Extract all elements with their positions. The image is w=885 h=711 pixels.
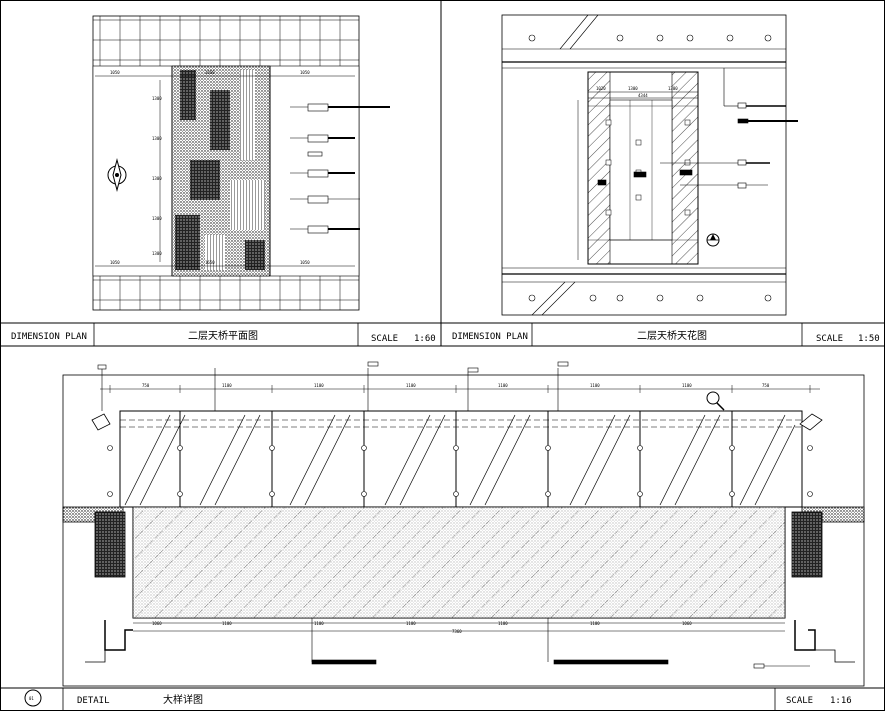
detail-kind-label: DETAIL bbox=[77, 696, 110, 706]
plan-dim-top-1: 1050 bbox=[110, 70, 120, 75]
detail-dim-bottom-6: 1100 bbox=[590, 621, 600, 626]
spotlight-icon bbox=[91, 413, 823, 431]
ceiling-scale-label: SCALE bbox=[816, 334, 843, 344]
detail-dim-top-5: 1100 bbox=[498, 383, 508, 388]
magnifier-icon bbox=[706, 391, 725, 411]
plan-kind-label: DIMENSION PLAN bbox=[11, 332, 87, 342]
ceiling-dim-mid: 4344 bbox=[638, 93, 648, 98]
north-arrow-icon bbox=[107, 158, 127, 192]
plan-dim-left-4: 1300 bbox=[152, 216, 162, 221]
detail-dim-total: 7360 bbox=[452, 629, 462, 634]
detail-scale-label: SCALE bbox=[786, 696, 813, 706]
detail-title: 大样详图 bbox=[163, 693, 203, 706]
ceiling-dim-top-2: 1300 bbox=[628, 86, 638, 91]
detail-dim-top-2: 1100 bbox=[222, 383, 232, 388]
detail-dim-top-6: 1100 bbox=[590, 383, 600, 388]
ceiling-dim-top-1: 1020 bbox=[596, 86, 606, 91]
ceiling-kind-label: DIMENSION PLAN bbox=[452, 332, 528, 342]
plan-scale-label: SCALE bbox=[371, 334, 398, 344]
plan-material-tags bbox=[290, 103, 390, 234]
ceiling-scale-value: 1:50 bbox=[858, 334, 880, 344]
ceiling-dim-top-3: 1300 bbox=[668, 86, 678, 91]
detail-dim-bottom-5: 1100 bbox=[498, 621, 508, 626]
plan-dim-bottom-1: 1050 bbox=[110, 260, 120, 265]
detail-dim-bottom-2: 1100 bbox=[222, 621, 232, 626]
plan-dim-left-5: 1300 bbox=[152, 251, 162, 256]
section-marker-icon bbox=[706, 233, 720, 247]
detail-dim-top-3: 1100 bbox=[314, 383, 324, 388]
detail-dim-bottom-1: 1060 bbox=[152, 621, 162, 626]
plan-dim-left-1: 1300 bbox=[152, 96, 162, 101]
plan-scale-value: 1:60 bbox=[414, 334, 436, 344]
detail-dim-bottom-4: 1100 bbox=[406, 621, 416, 626]
plan-dim-left-2: 1300 bbox=[152, 136, 162, 141]
detail-dim-bottom-7: 1060 bbox=[682, 621, 692, 626]
plan-dim-left-3: 1300 bbox=[152, 176, 162, 181]
detail-dim-bottom-3: 1100 bbox=[314, 621, 324, 626]
detail-dim-top-7: 1100 bbox=[682, 383, 692, 388]
detail-panel: 750 1100 1100 1100 1100 1100 1100 750 bbox=[62, 361, 865, 687]
plan-dim-top-2: 1650 bbox=[205, 70, 215, 75]
ceiling-panel: 1020 1300 1300 4344 bbox=[501, 14, 798, 316]
plan-panel: 1050 1650 1050 1050 1650 1050 1300 1300 … bbox=[92, 15, 390, 311]
detail-number: 01 bbox=[29, 696, 34, 701]
detail-dim-top-8: 750 bbox=[762, 383, 770, 388]
detail-dim-top-1: 750 bbox=[142, 383, 150, 388]
plan-dim-bottom-3: 1050 bbox=[300, 260, 310, 265]
ceiling-title: 二层天桥天花图 bbox=[637, 329, 707, 342]
plan-dim-bottom-2: 1650 bbox=[205, 260, 215, 265]
detail-dim-top-4: 1100 bbox=[406, 383, 416, 388]
plan-dim-top-3: 1050 bbox=[300, 70, 310, 75]
detail-scale-value: 1:16 bbox=[830, 696, 852, 706]
plan-title: 二层天桥平面图 bbox=[188, 330, 258, 342]
